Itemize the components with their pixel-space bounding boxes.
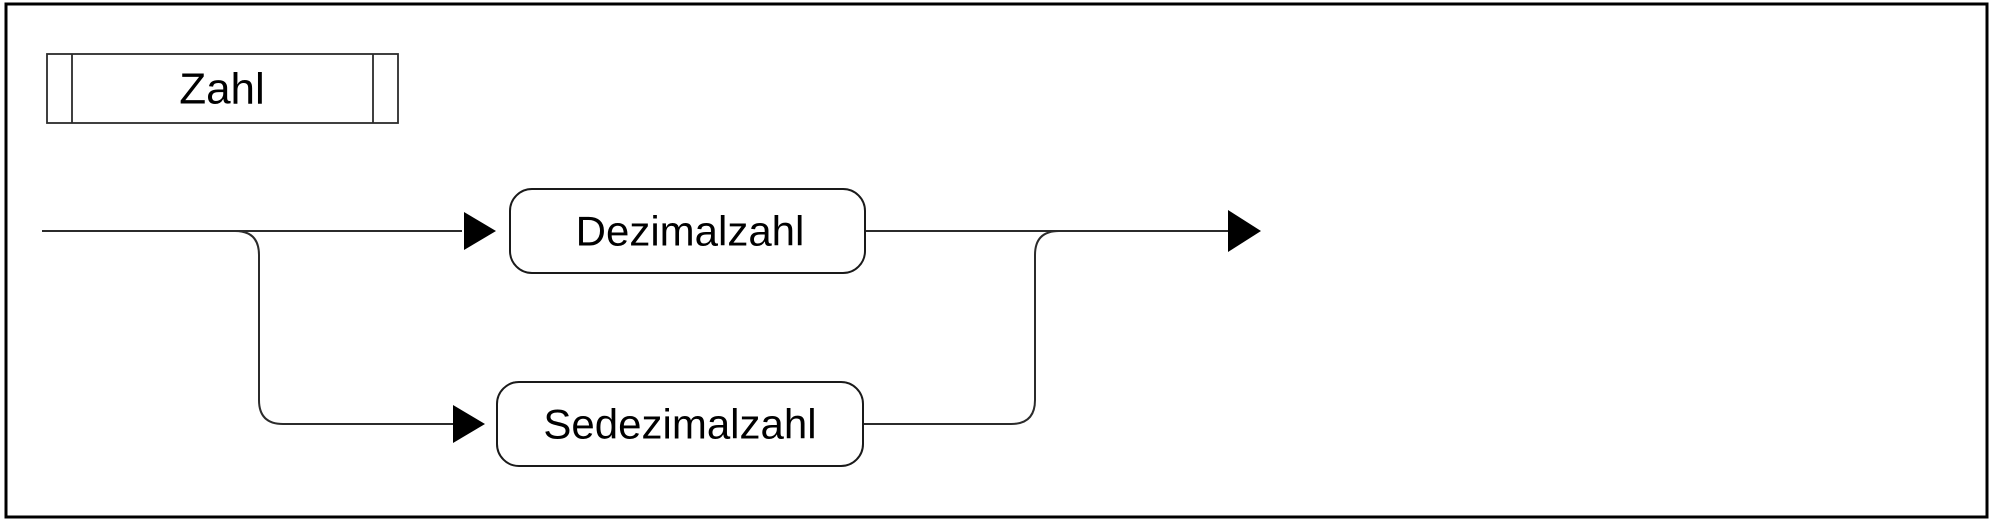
node-dezimalzahl: Dezimalzahl bbox=[509, 188, 866, 274]
right-arrowhead-icon bbox=[1228, 210, 1261, 252]
right-arrowhead-icon bbox=[464, 212, 496, 250]
rule-title-box: Zahl bbox=[46, 53, 399, 124]
node-rect bbox=[496, 381, 864, 467]
node-label: Sedezimalzahl bbox=[543, 401, 816, 448]
rule-title-label: Zahl bbox=[179, 65, 265, 114]
node-label: Dezimalzahl bbox=[576, 208, 805, 255]
node-sedezimalzahl: Sedezimalzahl bbox=[496, 381, 864, 467]
merge-up-rail bbox=[863, 230, 1060, 425]
branch-down-rail bbox=[234, 230, 453, 425]
diagram-border bbox=[4, 2, 1989, 519]
node-rect bbox=[509, 188, 866, 274]
right-arrowhead-icon bbox=[453, 405, 485, 443]
rule-title-rect bbox=[46, 53, 399, 124]
